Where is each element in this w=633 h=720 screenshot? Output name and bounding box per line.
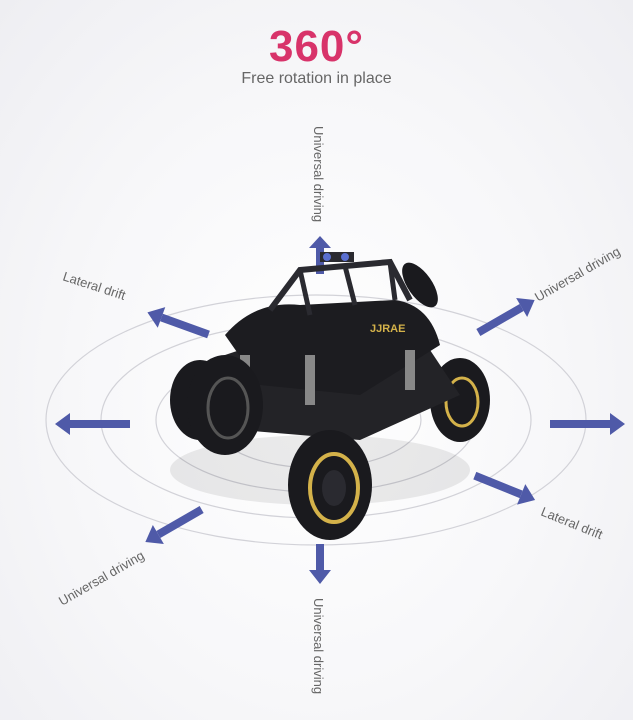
label-top-right: Universal driving: [532, 244, 623, 305]
wheel-front-right: [288, 430, 372, 540]
label-bottom: Universal driving: [311, 598, 326, 694]
arrow-down: [309, 544, 331, 584]
arrow-upper-right: [476, 297, 535, 336]
label-top: Universal driving: [311, 126, 326, 222]
page-subtitle: Free rotation in place: [241, 70, 392, 87]
arrow-right: [550, 413, 625, 435]
car-decal: JJRAE: [370, 323, 405, 335]
arrow-upper-left: [147, 307, 210, 339]
label-right-lower: Lateral drift: [539, 504, 605, 542]
arrow-left: [55, 413, 130, 435]
label-bottom-left: Universal driving: [56, 548, 147, 609]
arrow-lower-right: [473, 471, 536, 505]
arrow-lower-left: [145, 506, 204, 545]
page-title: 360°: [268, 22, 364, 71]
wheel-front-left: [187, 355, 263, 455]
label-left-upper: Lateral drift: [61, 269, 128, 303]
rc-car-image: JJRAE: [170, 252, 490, 540]
